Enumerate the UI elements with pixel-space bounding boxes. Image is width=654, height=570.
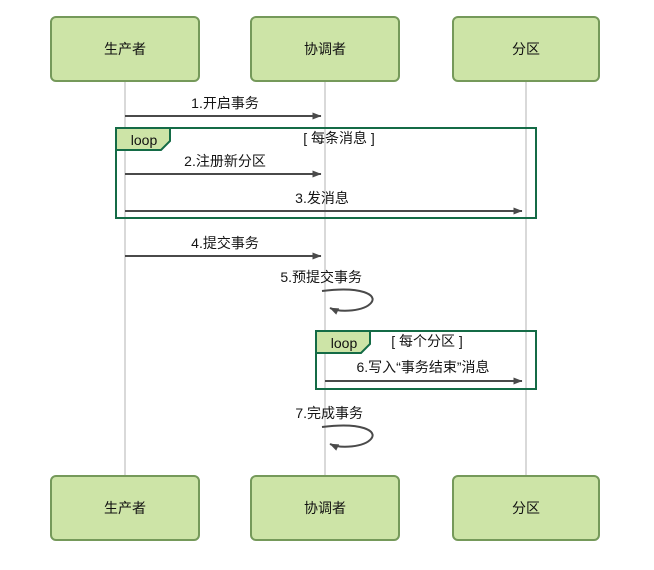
actor-box-coordinator-bottom: 协调者: [250, 475, 400, 541]
message-label-4: 4.提交事务: [191, 235, 259, 251]
loop-guard-every-partition: [ 每个分区 ]: [391, 333, 463, 349]
actor-label-coordinator: 协调者: [304, 41, 346, 57]
loop-operator-label: loop: [130, 132, 158, 148]
actor-box-producer-top: 生产者: [50, 16, 200, 82]
actor-label-producer: 生产者: [104, 41, 146, 57]
actor-label-partition: 分区: [512, 41, 540, 57]
lifeline-producer: [124, 82, 126, 475]
actor-label-producer: 生产者: [104, 500, 146, 516]
loop-frame-every-message: loop: [115, 127, 537, 219]
actor-box-producer-bottom: 生产者: [50, 475, 200, 541]
message-label-6: 6.写入“事务结束”消息: [356, 359, 490, 375]
loop-badge-shape: [315, 330, 371, 354]
actor-label-coordinator: 协调者: [304, 500, 346, 516]
actor-box-partition-bottom: 分区: [452, 475, 600, 541]
message-label-1: 1.开启事务: [191, 95, 259, 111]
actor-box-partition-top: 分区: [452, 16, 600, 82]
message-label-2: 2.注册新分区: [184, 153, 266, 169]
actor-label-partition: 分区: [512, 500, 540, 516]
message-label-7: 7.完成事务: [295, 405, 363, 421]
self-message-arrow-5: [321, 288, 374, 315]
loop-guard-every-message: [ 每条消息 ]: [303, 130, 375, 146]
lifeline-partition: [525, 82, 527, 475]
loop-operator-badge: [315, 330, 371, 354]
self-message-arrow-7: [321, 424, 374, 451]
loop-operator-badge: [115, 127, 171, 151]
loop-frame-every-partition: loop: [315, 330, 537, 390]
loop-operator-label: loop: [330, 335, 358, 351]
loop-badge-shape: [115, 127, 171, 151]
message-label-5: 5.预提交事务: [280, 269, 362, 285]
lifeline-coordinator: [324, 82, 326, 475]
actor-box-coordinator-top: 协调者: [250, 16, 400, 82]
message-label-3: 3.发消息: [295, 190, 349, 206]
